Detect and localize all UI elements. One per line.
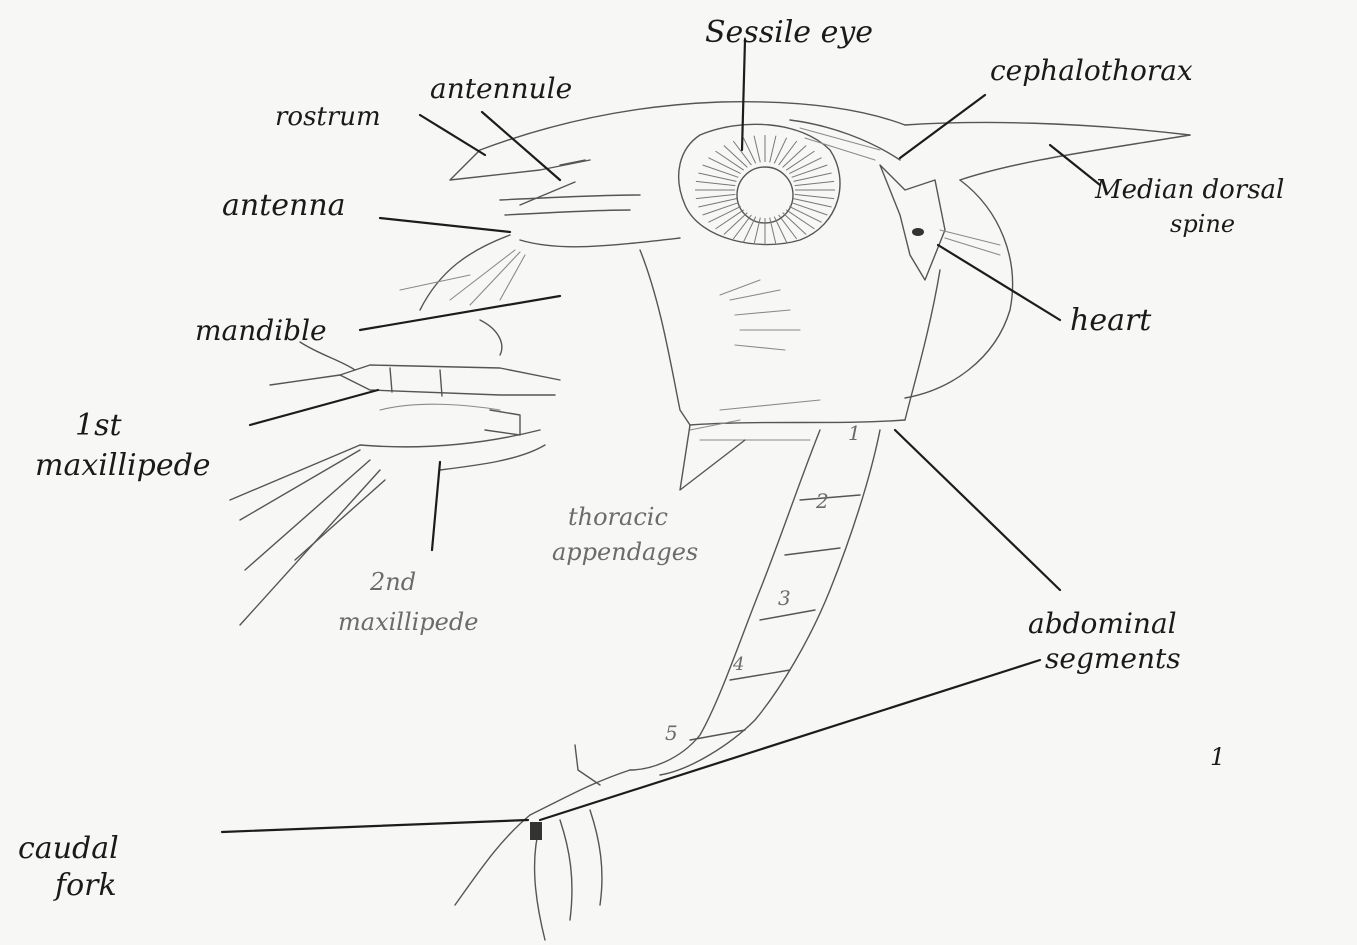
label-cephalothorax: cephalothorax [990,54,1193,87]
eye-ray [774,138,786,164]
rostrum-shape [450,150,590,180]
eye-ray [783,146,807,168]
eye-ray [795,194,835,198]
eye-ray [754,136,760,163]
eye-ray [779,141,797,165]
label-segments: segments [1045,642,1181,675]
first-maxillipede-shape [270,365,560,435]
label-caudal: caudal [18,831,119,866]
thoracic-appendage-marks [680,280,820,490]
eye-ray [795,181,835,185]
eye-ray [774,217,786,243]
segment-number: 4 [732,654,744,675]
eye-ray [696,194,736,198]
label-antenna: antenna [222,188,346,223]
eye-ray [789,158,821,174]
label-maxillipede-2: maxillipede [338,608,478,636]
eye-ray [696,181,736,185]
eye-ray [708,158,740,174]
caudal-fork-shape [455,745,630,940]
labels: Sessile eye cephalothorax antennule rost… [18,15,1284,903]
label-2nd: 2nd [369,568,416,596]
carapace-outline [480,102,1190,425]
antennule-shape [500,182,640,215]
label-spine: spine [1170,210,1235,238]
label-antennule: antennule [430,72,572,105]
label-heart: heart [1070,303,1152,338]
eye-ray [724,146,748,168]
eye-ray [789,206,821,222]
eye-ray [783,213,807,235]
eye-ray [743,138,755,164]
eye-ray [733,215,751,239]
label-maxillipede-1: maxillipede [35,448,211,483]
heart-shape [880,165,1000,280]
segment-number: 1 [848,421,861,445]
eye-ray [743,217,755,243]
label-mandible: mandible [195,314,327,347]
label-1st: 1st [75,408,122,443]
label-rostrum: rostrum [275,102,381,132]
eye-ray [779,215,797,239]
label-median-dorsal: Median dorsal [1094,175,1284,205]
label-appendages: appendages [552,538,698,566]
label-thoracic: thoracic [568,503,668,531]
eye-ray [708,206,740,222]
eye-ray [770,136,776,163]
label-fork: fork [53,868,117,903]
eye-ray [724,213,748,235]
mandible-shape [298,320,502,370]
label-sessile-eye: Sessile eye [705,15,873,50]
sessile-eye-shape [679,120,900,245]
segment-number: 5 [665,721,678,745]
label-abdominal: abdominal [1028,607,1177,640]
segment-number: 2 [815,489,829,513]
page-mark: 1 [1210,743,1225,771]
leader-lines [222,40,1100,832]
segment-number: 3 [778,586,791,610]
